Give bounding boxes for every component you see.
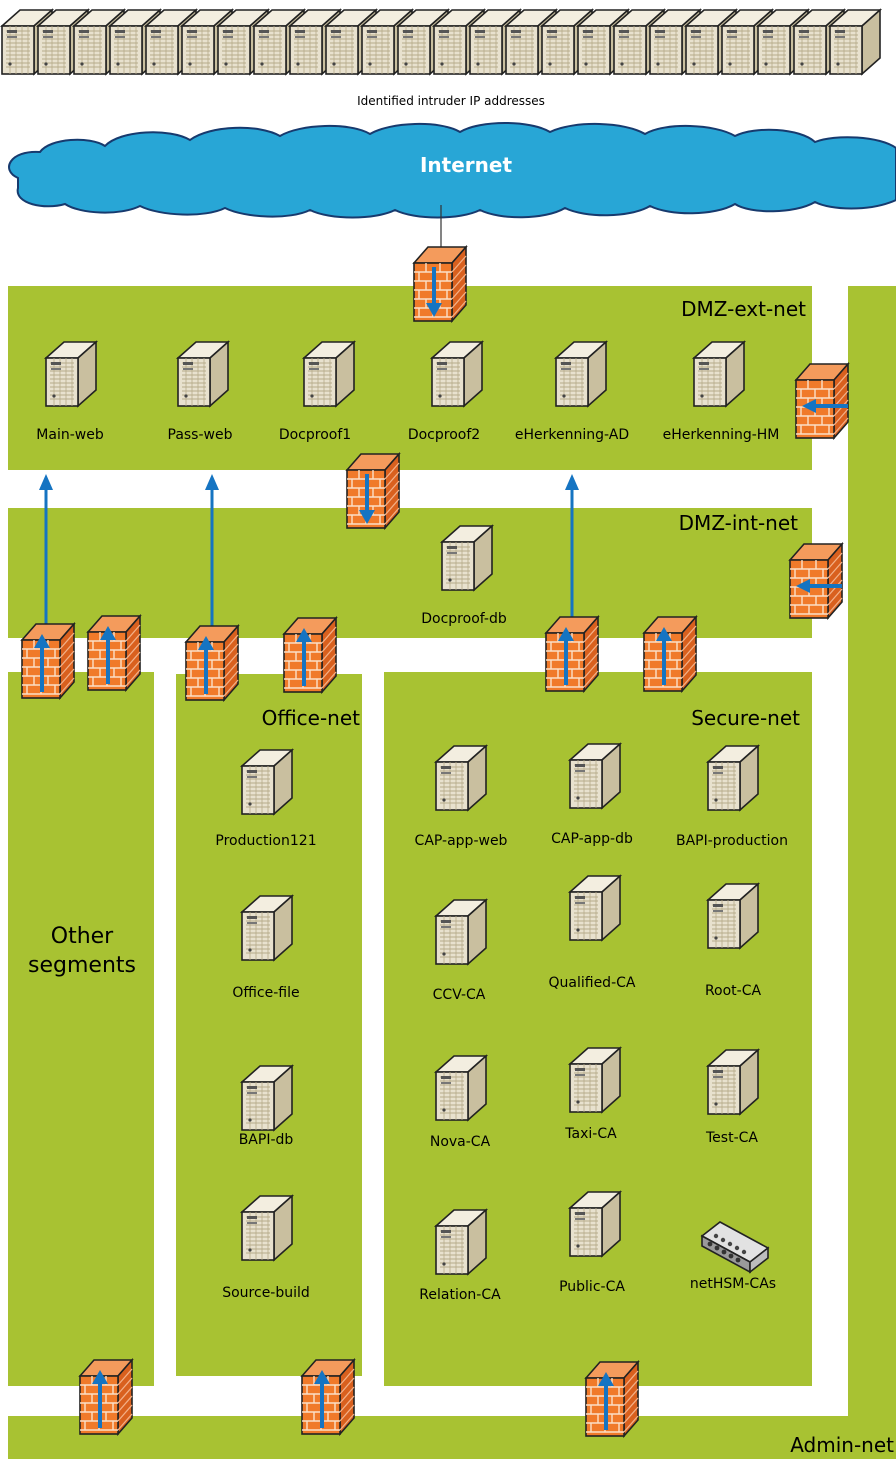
server-tower-icon xyxy=(45,341,97,407)
server-label: CAP-app-db xyxy=(551,831,633,847)
server-tower-icon xyxy=(435,1209,487,1275)
server-label: CAP-app-web xyxy=(415,833,508,849)
internet-label: Internet xyxy=(420,153,512,177)
server-label: BAPI-db xyxy=(239,1132,294,1148)
brick-firewall-icon xyxy=(22,624,74,698)
brick-firewall-icon xyxy=(302,1360,354,1434)
other-segments-zone xyxy=(8,672,154,1386)
brick-firewall-icon xyxy=(80,1360,132,1434)
brick-firewall-icon xyxy=(284,618,336,692)
server-tower-icon xyxy=(435,899,487,965)
server-tower-icon xyxy=(693,341,745,407)
server-tower-icon xyxy=(707,883,759,949)
server-label: BAPI-production xyxy=(676,833,788,849)
server-tower-icon xyxy=(555,341,607,407)
server-tower-icon xyxy=(569,1191,621,1257)
intruder-server-row xyxy=(1,9,881,75)
server-label: Main-web xyxy=(36,427,104,443)
server-label: eHerkenning-AD xyxy=(515,427,629,443)
server-tower-icon xyxy=(435,1055,487,1121)
server-label: Test-CA xyxy=(705,1130,758,1146)
secure-net-label: Secure-net xyxy=(691,706,800,730)
server-label: Source-build xyxy=(222,1285,310,1301)
server-label: netHSM-CAs xyxy=(690,1276,776,1292)
server-label: Nova-CA xyxy=(430,1134,491,1150)
server-label: Production121 xyxy=(215,833,316,849)
brick-firewall-icon xyxy=(644,617,696,691)
server-tower-icon xyxy=(241,749,293,815)
server-tower-icon xyxy=(707,1049,759,1115)
server-tower-icon xyxy=(177,341,229,407)
dmz-ext-net-label: DMZ-ext-net xyxy=(681,297,806,321)
server-tower-icon xyxy=(569,743,621,809)
admin-net-zone xyxy=(8,1416,896,1459)
brick-firewall-icon xyxy=(586,1362,638,1436)
server-tower-icon xyxy=(431,341,483,407)
admin-net-vertical-band xyxy=(848,286,896,1436)
server-label: Taxi-CA xyxy=(564,1126,617,1142)
dmz-int-net-label: DMZ-int-net xyxy=(679,511,798,535)
brick-firewall-icon xyxy=(796,364,848,438)
server-tower-icon xyxy=(441,525,493,591)
server-label: Docproof2 xyxy=(408,427,480,443)
server-tower-icon xyxy=(435,745,487,811)
brick-firewall-icon xyxy=(88,616,140,690)
brick-firewall-icon xyxy=(546,617,598,691)
server-tower-icon xyxy=(241,1065,293,1131)
server-tower-icon xyxy=(569,875,621,941)
server-tower-icon xyxy=(241,895,293,961)
network-appliance-icon xyxy=(700,1221,770,1274)
server-label: Docproof1 xyxy=(279,427,351,443)
server-label: Public-CA xyxy=(559,1279,625,1295)
intruder-caption: Identified intruder IP addresses xyxy=(357,94,545,108)
other-segments-label-line1: Other xyxy=(51,924,114,949)
server-label: Relation-CA xyxy=(419,1287,501,1303)
server-label: eHerkenning-HM xyxy=(663,427,780,443)
server-tower-icon xyxy=(707,745,759,811)
admin-net-label: Admin-net xyxy=(790,1433,894,1457)
brick-firewall-icon xyxy=(186,626,238,700)
brick-firewall-icon xyxy=(414,247,466,321)
server-tower-icon xyxy=(303,341,355,407)
server-label: Office-file xyxy=(232,985,299,1001)
dmz-ext-net-zone xyxy=(8,286,812,470)
brick-firewall-icon xyxy=(347,454,399,528)
cloud-icon xyxy=(8,122,896,219)
server-label: CCV-CA xyxy=(433,987,486,1003)
server-tower-icon xyxy=(829,9,881,75)
server-label: Docproof-db xyxy=(421,611,507,627)
server-tower-icon xyxy=(241,1195,293,1261)
server-label: Qualified-CA xyxy=(549,975,636,991)
server-label: Root-CA xyxy=(705,983,762,999)
server-tower-icon xyxy=(569,1047,621,1113)
server-label: Pass-web xyxy=(168,427,233,443)
office-net-label: Office-net xyxy=(262,706,361,730)
brick-firewall-icon xyxy=(790,544,842,618)
other-segments-label-line2: segments xyxy=(28,953,136,978)
